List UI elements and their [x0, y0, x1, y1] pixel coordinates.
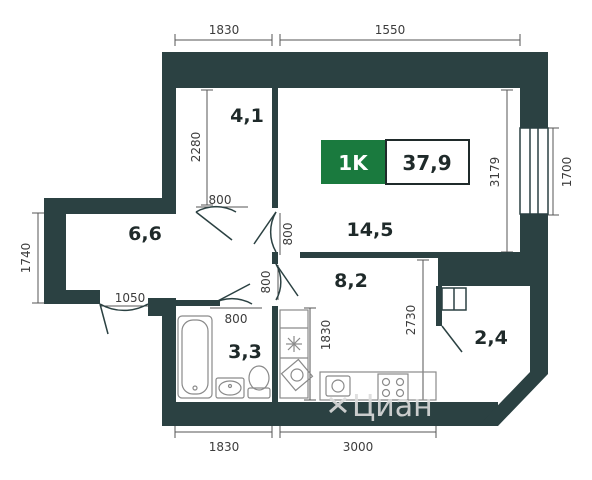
dim-top-left: 1830 — [209, 23, 240, 37]
dim-bath-door: 800 — [225, 312, 248, 326]
dim-top-right: 1550 — [375, 23, 406, 37]
apartment-badge: 1K 37,9 — [321, 139, 470, 185]
dim-hall-height: 1740 — [19, 243, 33, 274]
dim-window-width: 1700 — [560, 157, 574, 188]
stove-icon — [377, 373, 409, 401]
washing-machine-icon — [280, 358, 314, 392]
room-area-hall: 6,6 — [128, 223, 162, 245]
bathtub-icon — [177, 315, 213, 399]
dim-closet-height: 2280 — [189, 132, 203, 163]
badge-type-bg — [321, 140, 386, 184]
badge-type-label: 1K — [338, 151, 369, 175]
room-area-kitchen: 8,2 — [334, 270, 368, 292]
badge-area-bg — [385, 139, 470, 185]
dim-kitchen-depth: 1830 — [319, 320, 333, 351]
sink-icon — [215, 377, 245, 399]
dim-bottom-left: 1830 — [209, 440, 240, 454]
room-area-living: 14,5 — [347, 219, 394, 241]
toilet-icon — [247, 365, 271, 399]
walls — [44, 52, 548, 426]
dim-closet-door: 800 — [209, 193, 232, 207]
dim-living-door: 800 — [281, 223, 295, 246]
kitchen-sink-icon — [325, 375, 351, 397]
watermark-text: Циан — [352, 389, 433, 424]
room-area-loggia: 2,4 — [474, 327, 508, 349]
dim-living-height: 3179 — [488, 157, 502, 188]
windows — [441, 127, 549, 311]
room-area-bathroom: 3,3 — [228, 341, 262, 363]
snowflake-icon — [286, 336, 302, 352]
room-area-closet: 4,1 — [230, 105, 264, 127]
dim-kitchen-height: 2730 — [404, 305, 418, 336]
dimension-lines — [32, 34, 559, 438]
dim-kitchen-door: 800 — [259, 271, 273, 294]
doors — [99, 205, 463, 353]
dim-bottom-right: 3000 — [343, 440, 374, 454]
watermark: Циан — [329, 389, 433, 424]
dim-entry-door: 1050 — [115, 291, 146, 305]
badge-total-area: 37,9 — [402, 151, 451, 175]
